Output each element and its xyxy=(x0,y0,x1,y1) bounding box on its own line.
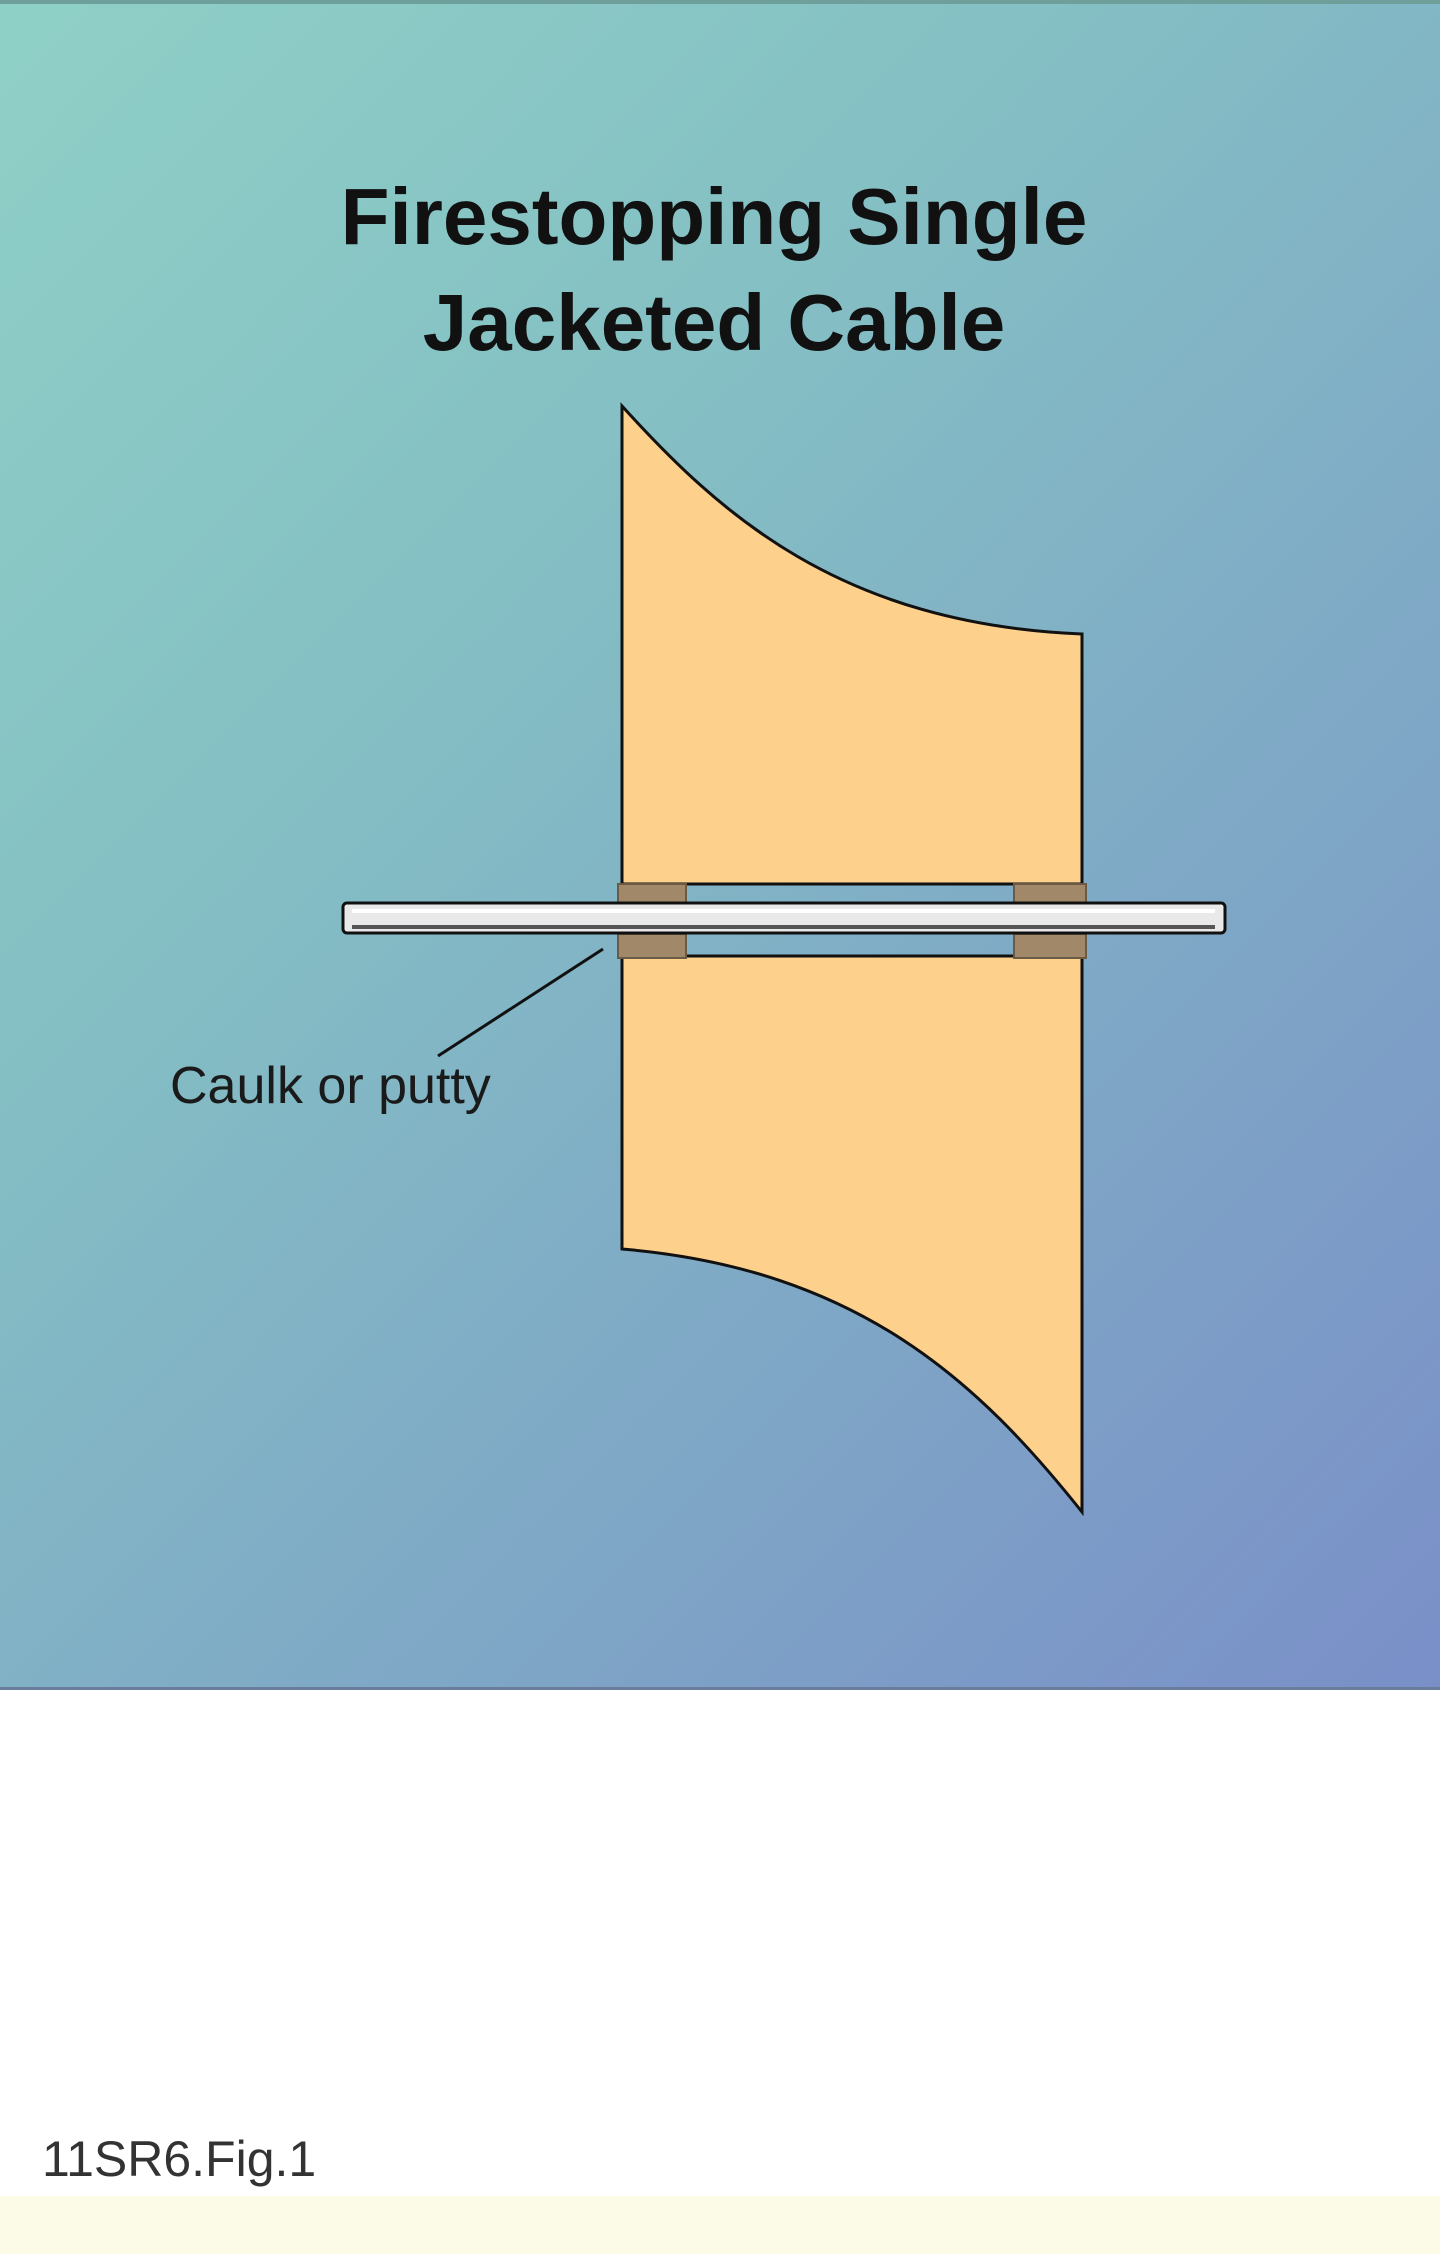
figure-panel: Firestopping Single Jacketed Cable Caulk… xyxy=(0,0,1440,1690)
footer-strip xyxy=(0,2196,1440,2254)
sealant-top-left xyxy=(617,883,687,905)
figure-title: Firestopping Single Jacketed Cable xyxy=(0,164,1434,376)
title-line-2: Jacketed Cable xyxy=(422,278,1006,367)
sealant-bottom-left xyxy=(617,933,687,959)
firestop-diagram xyxy=(341,402,1227,1517)
wall-lower-section xyxy=(620,954,1084,1517)
sealant-top-right xyxy=(1013,883,1087,905)
title-line-1: Firestopping Single xyxy=(340,172,1088,261)
figure-id-caption: 11SR6.Fig.1 xyxy=(42,2131,317,2187)
sealant-bottom-right xyxy=(1013,933,1087,959)
callout-leader-line xyxy=(437,947,604,1058)
caulk-callout-label: Caulk or putty xyxy=(170,1057,491,1115)
wall-upper-section xyxy=(620,402,1084,886)
